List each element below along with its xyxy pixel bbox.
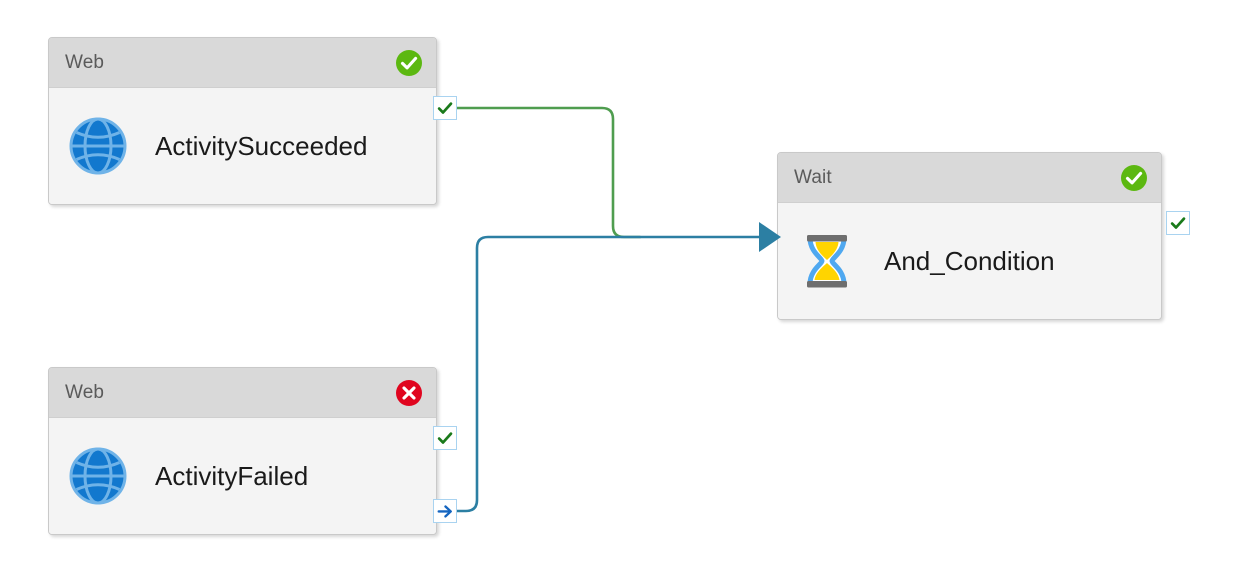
port-wait-success[interactable] xyxy=(1166,211,1190,235)
connector-failed-to-wait[interactable] xyxy=(455,235,764,513)
arrow-right-icon xyxy=(437,505,452,518)
success-check-circle-icon xyxy=(1120,164,1148,192)
node-body: And_Condition xyxy=(778,203,1161,319)
node-body: ActivitySucceeded xyxy=(49,88,436,204)
node-title: Web xyxy=(65,381,105,403)
node-wait-and-condition[interactable]: Wait xyxy=(777,152,1162,320)
node-header: Wait xyxy=(778,153,1161,203)
hourglass-icon xyxy=(796,230,858,292)
node-label: ActivityFailed xyxy=(155,460,309,491)
check-icon xyxy=(1170,217,1186,229)
node-body: ActivityFailed xyxy=(49,418,436,534)
error-x-circle-icon xyxy=(395,379,423,407)
node-title: Web xyxy=(65,51,105,73)
port-succeeded-success[interactable] xyxy=(433,96,457,120)
check-icon xyxy=(437,432,453,444)
check-icon xyxy=(437,102,453,114)
node-header: Web xyxy=(49,38,436,88)
node-web-activity-succeeded[interactable]: Web xyxy=(48,37,437,205)
success-check-circle-icon xyxy=(395,49,423,77)
node-label: ActivitySucceeded xyxy=(155,130,368,161)
node-label: And_Condition xyxy=(884,245,1055,276)
node-web-activity-failed[interactable]: Web xyxy=(48,367,437,535)
globe-icon xyxy=(67,115,129,177)
connector-succeeded-to-wait[interactable] xyxy=(455,106,642,239)
globe-icon xyxy=(67,445,129,507)
port-failed-completion[interactable] xyxy=(433,499,457,523)
node-title: Wait xyxy=(794,166,832,188)
node-header: Web xyxy=(49,368,436,418)
port-failed-success[interactable] xyxy=(433,426,457,450)
